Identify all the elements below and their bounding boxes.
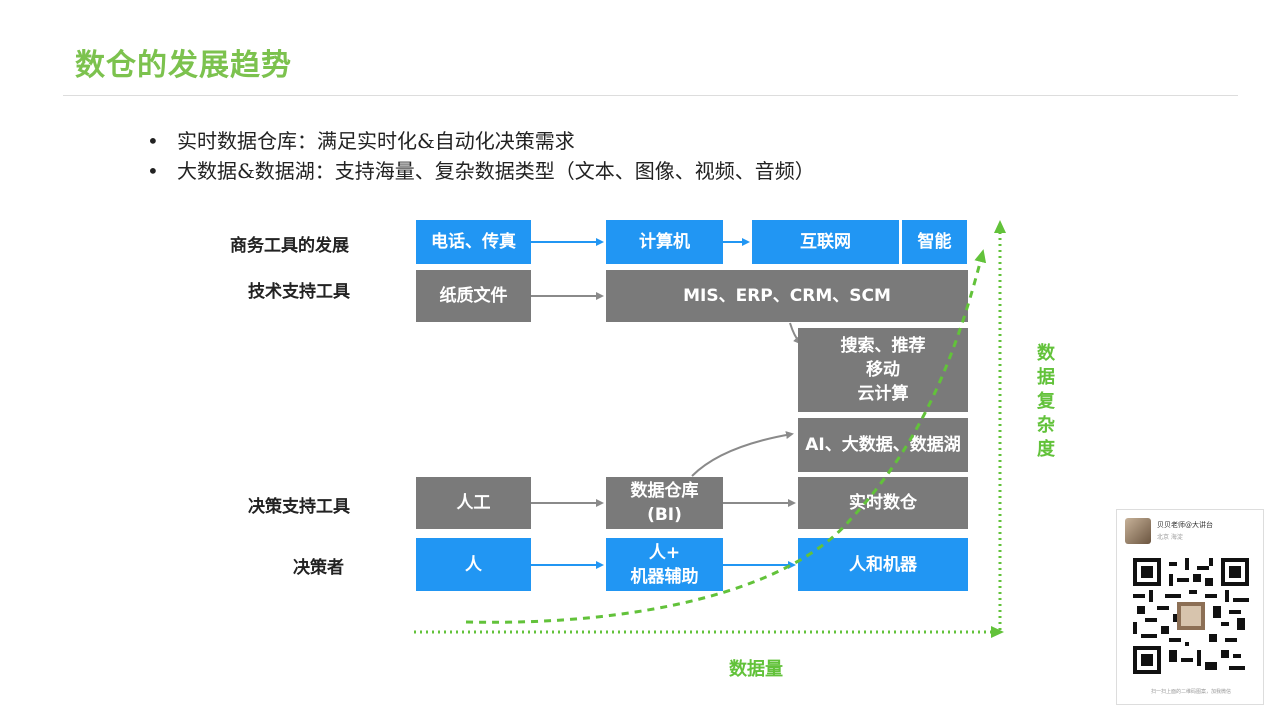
qr-card-name: 贝贝老师@大讲台 [1157,521,1213,529]
box-ai-bigdata: AI、大数据、数据湖 [798,418,968,472]
y-axis-label: 数据复杂度 [1037,343,1055,460]
row-label-decision-maker: 决策者 [293,558,344,578]
box-human-machine-assist: 人+ 机器辅助 [606,538,723,591]
trend-curve [465,249,987,624]
bullet-text: 大数据&数据湖：支持海量、复杂数据类型（文本、图像、视频、音频） [177,159,815,183]
avatar [1125,518,1151,544]
box-human-and-machine: 人和机器 [798,538,968,591]
box-internet: 互联网 [752,220,899,264]
box-mis-erp: MIS、ERP、CRM、SCM [606,270,968,322]
qr-code-image [1133,558,1249,674]
bullet-text: 实时数据仓库：满足实时化&自动化决策需求 [177,129,575,153]
row-label-tech-tools: 技术支持工具 [248,282,350,302]
bullet-list: • 实时数据仓库：满足实时化&自动化决策需求 • 大数据&数据湖：支持海量、复杂数据… [147,126,815,186]
x-axis-label: 数据量 [729,659,783,680]
box-realtime-dw: 实时数仓 [798,477,968,529]
box-smart: 智能 [902,220,967,264]
box-data-warehouse: 数据仓库 (BI) [606,477,723,529]
box-search-mobile-cloud: 搜索、推荐 移动 云计算 [798,328,968,412]
bullet-item: • 大数据&数据湖：支持海量、复杂数据类型（文本、图像、视频、音频） [147,156,815,186]
box-computer: 计算机 [606,220,723,264]
box-human: 人 [416,538,531,591]
bullet-dot: • [147,129,159,153]
box-manual: 人工 [416,477,531,529]
arrow-dw-to-ai [691,431,794,477]
bullet-dot: • [147,159,159,183]
wechat-qr-card: 贝贝老师@大讲台 北京 海淀 扫一扫上面的二维码图案，加我微信 [1116,509,1264,705]
box-paper-docs: 纸质文件 [416,270,531,322]
slide-title: 数仓的发展趋势 [75,48,292,83]
row-label-decision-tools: 决策支持工具 [248,497,350,517]
qr-card-hint: 扫一扫上面的二维码图案，加我微信 [1150,689,1231,695]
bullet-item: • 实时数据仓库：满足实时化&自动化决策需求 [147,126,815,156]
title-divider [63,95,1238,96]
qr-card-location: 北京 海淀 [1157,534,1183,541]
box-phone-fax: 电话、传真 [416,220,531,264]
row-label-business-tools: 商务工具的发展 [230,236,349,256]
